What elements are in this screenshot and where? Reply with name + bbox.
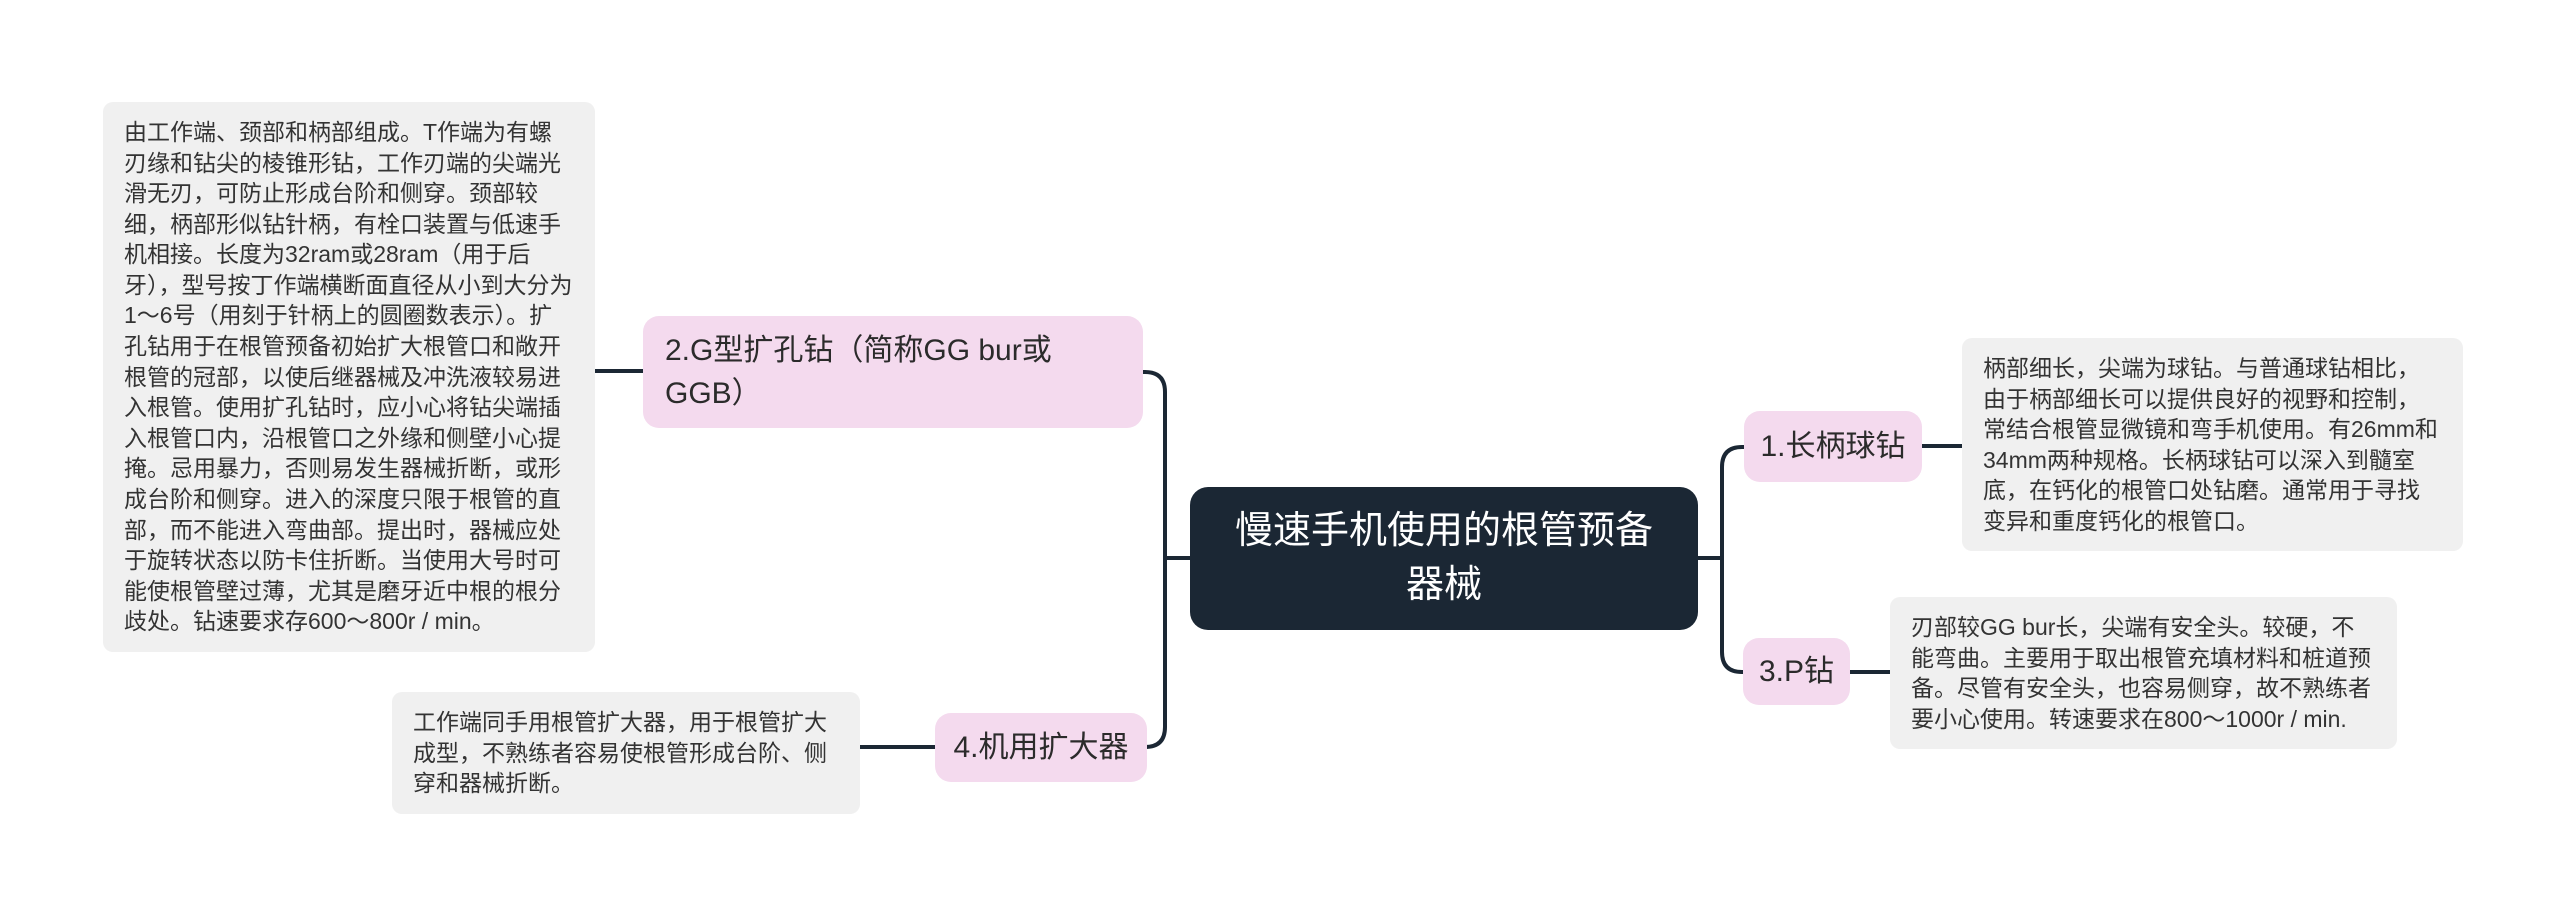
branch-node-long-shank-round-bur[interactable]: 1.长柄球钻 xyxy=(1744,411,1922,482)
branch-node-g-reamer[interactable]: 2.G型扩孔钻（简称GG bur或GGB） xyxy=(643,316,1143,428)
note-engine-reamer: 工作端同手用根管扩大器，用于根管扩大成型，不熟练者容易使根管形成台阶、侧穿和器械… xyxy=(392,692,860,814)
branch-node-engine-reamer[interactable]: 4.机用扩大器 xyxy=(935,713,1147,782)
note-g-reamer: 由工作端、颈部和柄部组成。T作端为有螺刃缘和钻尖的棱锥形钻，工作刃端的尖端光滑无… xyxy=(103,102,595,652)
branch-node-p-drill[interactable]: 3.P钻 xyxy=(1743,638,1850,705)
branch-node-g-reamer-label: 2.G型扩孔钻（简称GG bur或GGB） xyxy=(665,333,1052,411)
note-long-shank-round-bur: 柄部细长，尖端为球钻。与普通球钻相比，由于柄部细长可以提供良好的视野和控制，常结… xyxy=(1962,338,2463,552)
connector-root-to-g-node xyxy=(1141,370,1167,560)
branch-node-long-shank-round-bur-label: 1.长柄球钻 xyxy=(1760,429,1906,463)
note-p-drill: 刃部较GG bur长，尖端有安全头。较硬，不能弯曲。主要用于取出根管充填材料和桩… xyxy=(1890,597,2397,750)
connector-root-to-engine-node xyxy=(1143,556,1167,749)
branch-node-p-drill-label: 3.P钻 xyxy=(1758,654,1835,688)
root-topic-node[interactable]: 慢速手机使用的根管预备器械 xyxy=(1190,487,1698,630)
branch-node-engine-reamer-label: 4.机用扩大器 xyxy=(953,730,1129,764)
connector-root-to-p-node xyxy=(1720,556,1745,674)
connector-root-to-ball-node xyxy=(1720,445,1746,560)
